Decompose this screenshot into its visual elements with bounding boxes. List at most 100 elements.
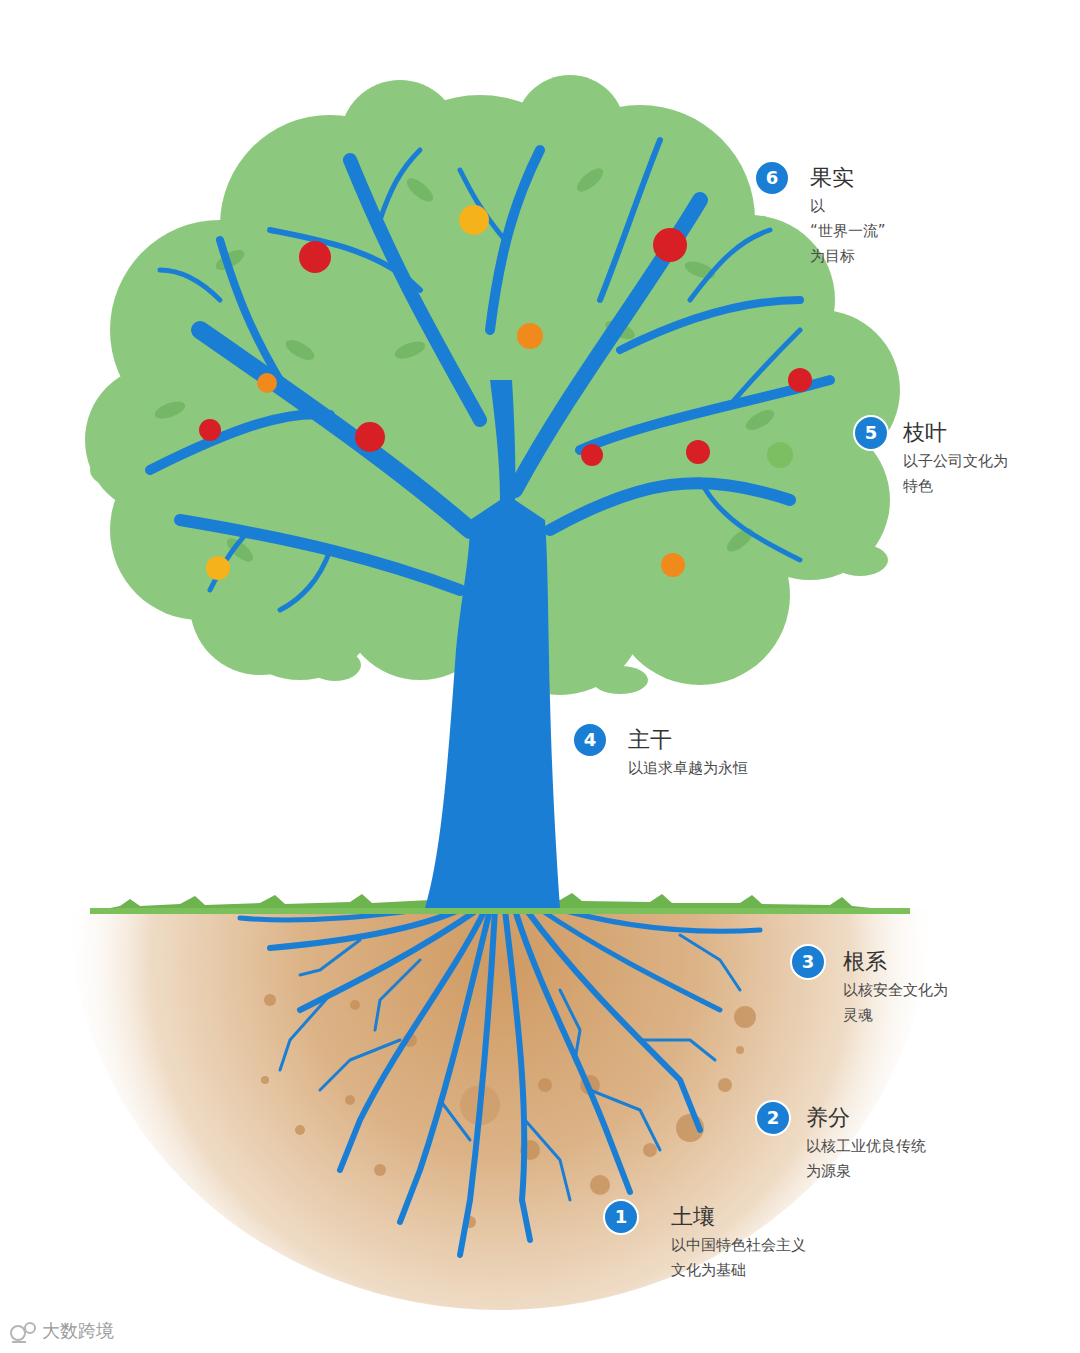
apples [517, 323, 543, 349]
callout-heading: 根系 [843, 946, 948, 978]
soil [70, 908, 930, 1310]
callout-text: 主干以追求卓越为永恒 [628, 724, 748, 781]
watermark-logo [25, 1323, 35, 1333]
callout: 2 养分以核工业优良传统 为源泉 [757, 1102, 926, 1184]
pebbles [538, 1078, 552, 1092]
callout: 6 果实以“世界一流”为目标 [756, 162, 886, 269]
canopy [309, 649, 361, 681]
pebbles [345, 1095, 355, 1105]
pebbles [734, 1006, 756, 1028]
roots [440, 1100, 470, 1140]
leaves [723, 524, 757, 555]
callout-number: 3 [790, 944, 826, 980]
branches [160, 270, 220, 300]
branches [700, 480, 800, 560]
callout: 5 枝叶以子公司文化为 特色 [855, 417, 1008, 499]
watermark: 大数跨境 [42, 1319, 114, 1343]
branches [600, 140, 660, 300]
grass [90, 908, 910, 914]
leaves [393, 338, 428, 362]
roots [640, 1040, 715, 1060]
branches [490, 150, 540, 330]
branches [380, 150, 420, 220]
roots [590, 1090, 660, 1150]
leaves [153, 164, 778, 565]
roots [525, 1120, 570, 1200]
apples [257, 323, 685, 577]
roots [240, 905, 760, 1255]
leaves [573, 164, 607, 195]
canopy [832, 544, 888, 576]
apples [767, 442, 793, 468]
branches [690, 230, 770, 300]
pebbles [261, 994, 756, 1228]
apples [653, 228, 687, 262]
trunk [425, 380, 560, 908]
apples [206, 205, 489, 580]
watermark-logo [11, 1323, 35, 1342]
apples [581, 444, 603, 466]
callout-number: 1 [603, 1199, 639, 1235]
callout-description: 以核安全文化为 灵魂 [843, 978, 948, 1028]
pebbles [736, 1046, 744, 1054]
callout-number: 4 [572, 722, 608, 758]
callout-number: 5 [853, 415, 889, 451]
pebbles [374, 1164, 386, 1176]
callout-heading: 枝叶 [903, 417, 1008, 449]
apples [686, 440, 710, 464]
branches [150, 414, 330, 470]
roots [525, 908, 700, 1130]
callout-description: 以“世界一流”为目标 [810, 194, 886, 269]
branches [180, 520, 460, 590]
watermark-logo [12, 1341, 26, 1343]
apples [206, 556, 230, 580]
branches [350, 160, 480, 420]
apples [788, 368, 812, 392]
canopy [610, 505, 790, 685]
callout-description: 以追求卓越为永恒 [628, 756, 748, 781]
callout-text: 根系以核安全文化为 灵魂 [843, 946, 948, 1028]
callout-description: 以中国特色社会主义 文化为基础 [671, 1233, 806, 1283]
branches [730, 330, 800, 405]
apples [199, 205, 812, 580]
apples [355, 422, 385, 452]
canopy [592, 666, 648, 694]
pebbles [718, 1078, 732, 1092]
callout-heading: 养分 [806, 1102, 926, 1134]
callout: 3 根系以核安全文化为 灵魂 [792, 946, 948, 1028]
roots [340, 910, 485, 1170]
roots [300, 908, 480, 1010]
apples [199, 228, 812, 466]
pebbles [590, 1175, 610, 1195]
pebbles [350, 1000, 360, 1010]
callout-heading: 果实 [810, 162, 886, 194]
roots [280, 995, 330, 1070]
roots [320, 1040, 400, 1090]
soil [70, 908, 930, 1310]
branches [550, 483, 790, 530]
callout-number: 6 [754, 160, 790, 196]
callout-number: 2 [755, 1100, 791, 1136]
callout-description: 以核工业优良传统 为源泉 [806, 1134, 926, 1184]
branches [280, 550, 330, 610]
canopy [190, 535, 330, 675]
roots [560, 990, 580, 1060]
callout-text: 枝叶以子公司文化为 特色 [903, 417, 1008, 499]
leaves [153, 398, 188, 422]
pebbles [295, 1125, 305, 1135]
callout-text: 养分以核工业优良传统 为源泉 [806, 1102, 926, 1184]
canopy [90, 452, 150, 488]
watermark-logo [11, 1326, 25, 1340]
callout: 4 主干以追求卓越为永恒 [574, 724, 748, 781]
leaves [283, 336, 318, 364]
pebbles [261, 1076, 269, 1084]
apples [257, 373, 277, 393]
branches [220, 240, 280, 380]
branches [270, 230, 420, 290]
pebbles [643, 1143, 657, 1157]
callout-text: 果实以“世界一流”为目标 [810, 162, 886, 269]
roots [460, 910, 495, 1255]
roots [375, 960, 420, 1030]
branches [515, 200, 700, 490]
roots [300, 940, 360, 975]
